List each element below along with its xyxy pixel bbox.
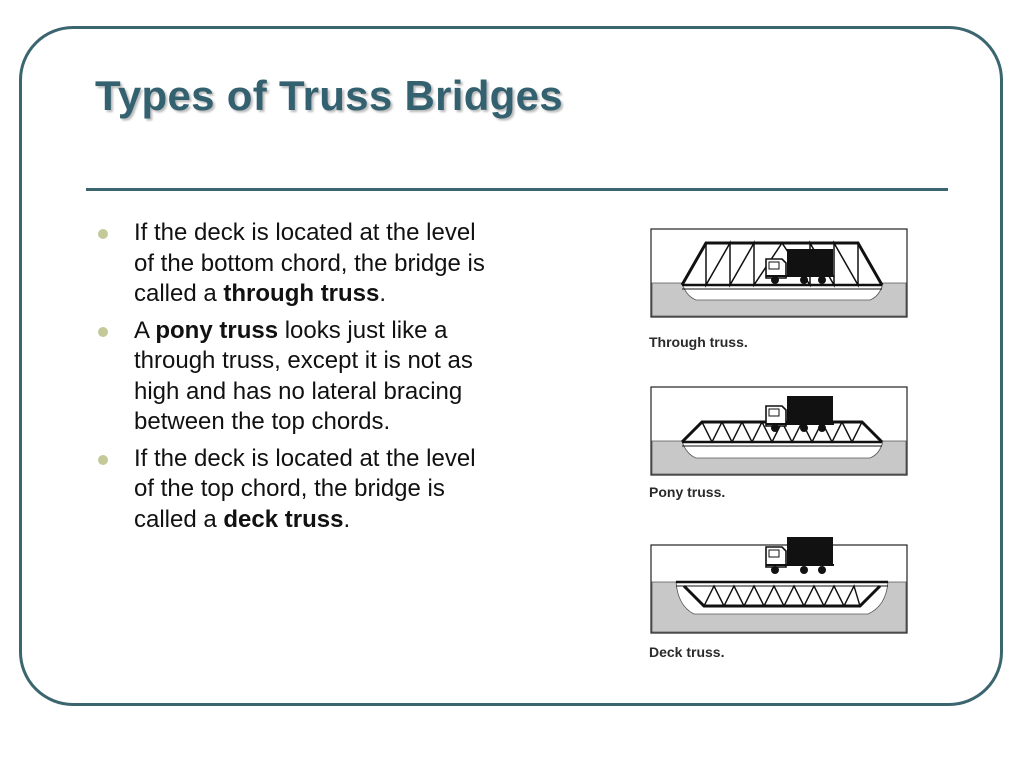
deck-truss-caption: Deck truss. <box>649 644 725 660</box>
pony-truss-caption: Pony truss. <box>649 484 726 500</box>
bullet-term: pony truss <box>155 316 279 344</box>
truck-icon <box>765 537 834 574</box>
bullet-item-pony-truss: A pony truss looks just like a through t… <box>96 316 488 438</box>
deck-truss-diagram: Deck truss. <box>642 532 948 660</box>
bullet-text-end: . <box>379 280 387 307</box>
bullet-text: A <box>134 316 156 344</box>
bullet-term: deck truss <box>223 505 344 533</box>
truck-icon <box>765 396 834 432</box>
bullet-text-end: looks just like a through truss, except … <box>134 316 473 436</box>
bullet-item-through-truss: If the deck is located at the level of t… <box>96 218 488 310</box>
bullet-text: If the deck is located at the level of t… <box>134 444 476 533</box>
bullet-icon <box>98 229 108 239</box>
pony-truss-illustration <box>650 386 908 476</box>
bullet-icon <box>98 454 108 465</box>
bullet-text: If the deck is located at the level of t… <box>134 219 485 307</box>
through-truss-illustration <box>650 228 908 318</box>
bullet-list: If the deck is located at the level of t… <box>96 218 488 541</box>
bullet-icon <box>98 326 108 337</box>
title-divider <box>86 188 948 191</box>
deck-truss-illustration <box>650 537 908 634</box>
pony-truss-diagram: Pony truss. <box>642 374 948 500</box>
bullet-item-deck-truss: If the deck is located at the level of t… <box>96 444 488 536</box>
slide-frame <box>19 26 1003 706</box>
bullet-text-end: . <box>343 505 351 533</box>
through-truss-caption: Through truss. <box>649 334 748 350</box>
bullet-term: through truss <box>223 280 380 307</box>
slide-title: Types of Truss Bridges <box>95 72 563 119</box>
through-truss-diagram: Through truss. <box>642 216 948 350</box>
truss-diagrams: Through truss. Pony truss. <box>642 216 948 688</box>
truck-icon <box>765 249 834 284</box>
